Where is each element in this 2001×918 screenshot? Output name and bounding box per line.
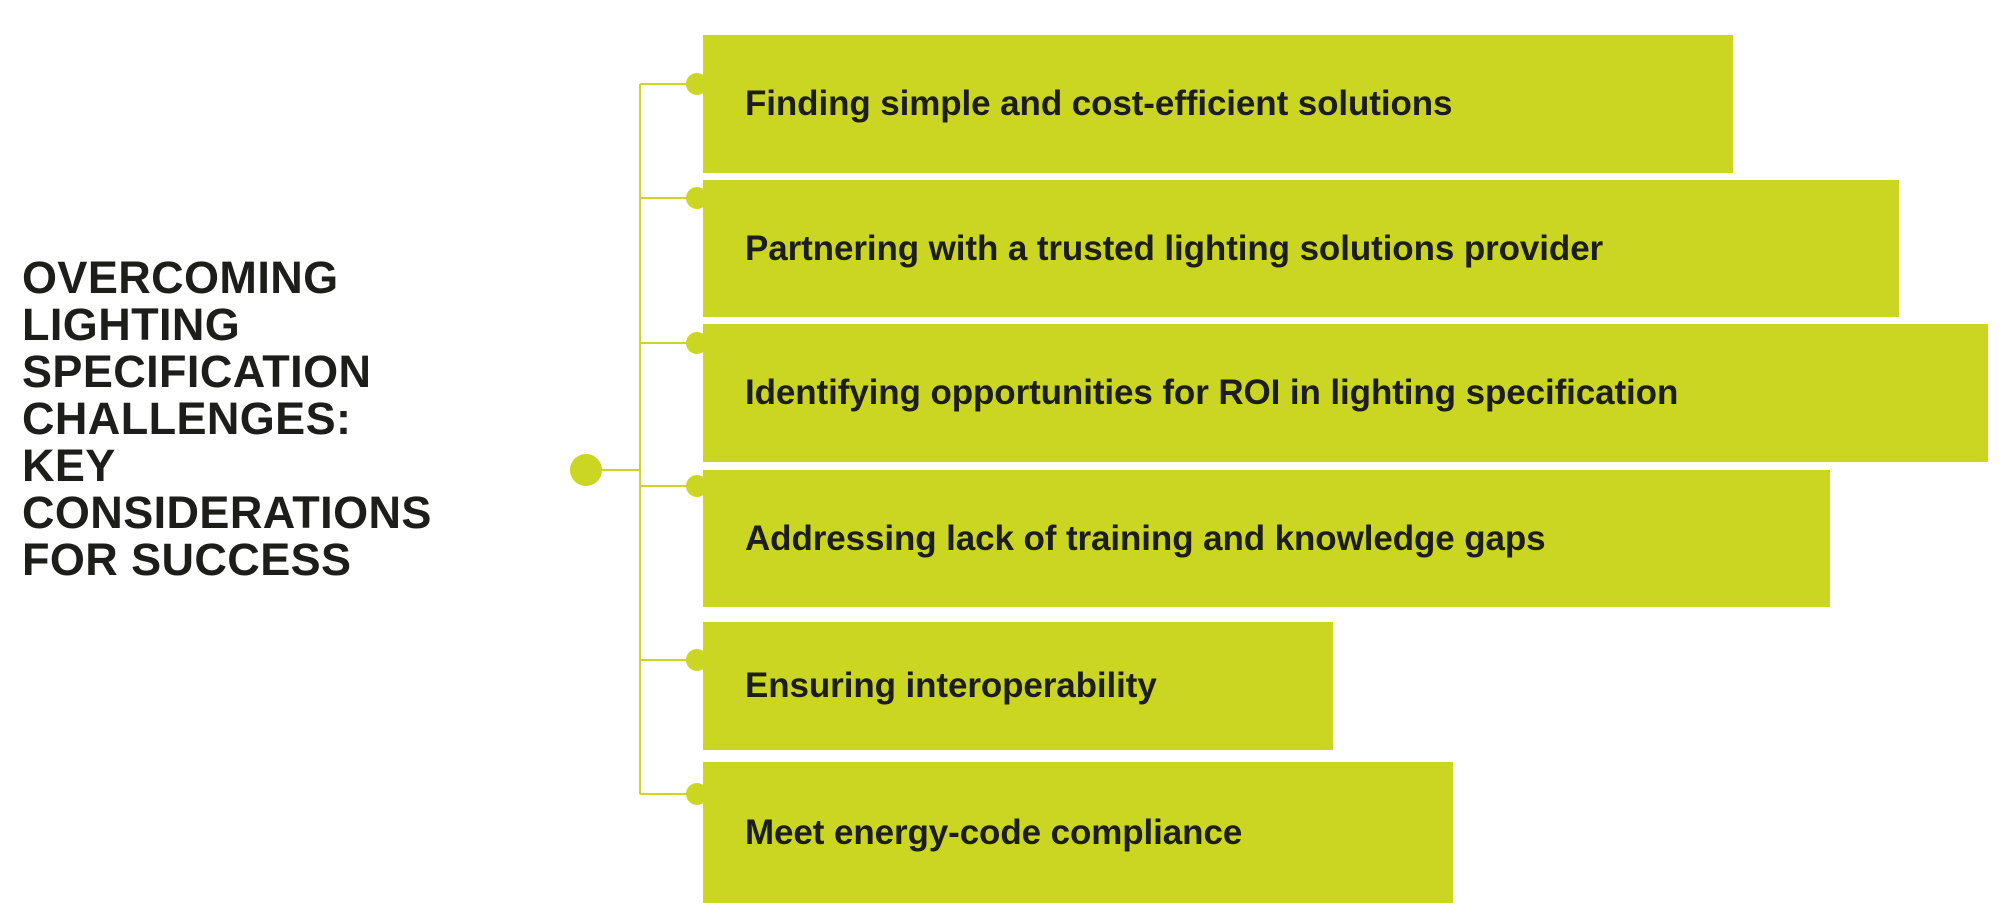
list-item-label: Meet energy-code compliance bbox=[745, 812, 1243, 852]
list-item[interactable]: Meet energy-code compliance bbox=[703, 762, 1453, 903]
title-block: OVERCOMING LIGHTING SPECIFICATION CHALLE… bbox=[22, 254, 612, 583]
list-item-label: Ensuring interoperability bbox=[745, 666, 1157, 705]
list-item-label: Addressing lack of training and knowledg… bbox=[745, 518, 1546, 558]
list-item[interactable]: Partnering with a trusted lighting solut… bbox=[703, 180, 1899, 317]
list-item-label: Identifying opportunities for ROI in lig… bbox=[745, 373, 1679, 412]
list-item[interactable]: Ensuring interoperability bbox=[703, 622, 1333, 750]
list-item[interactable]: Addressing lack of training and knowledg… bbox=[703, 470, 1830, 607]
list-item[interactable]: Finding simple and cost-efficient soluti… bbox=[703, 35, 1733, 173]
connector-lines bbox=[602, 83, 697, 795]
list-item[interactable]: Identifying opportunities for ROI in lig… bbox=[703, 324, 1988, 462]
list-item-label: Finding simple and cost-efficient soluti… bbox=[745, 84, 1453, 123]
list-item-label: Partnering with a trusted lighting solut… bbox=[745, 228, 1604, 268]
page-title: OVERCOMING LIGHTING SPECIFICATION CHALLE… bbox=[22, 252, 432, 585]
